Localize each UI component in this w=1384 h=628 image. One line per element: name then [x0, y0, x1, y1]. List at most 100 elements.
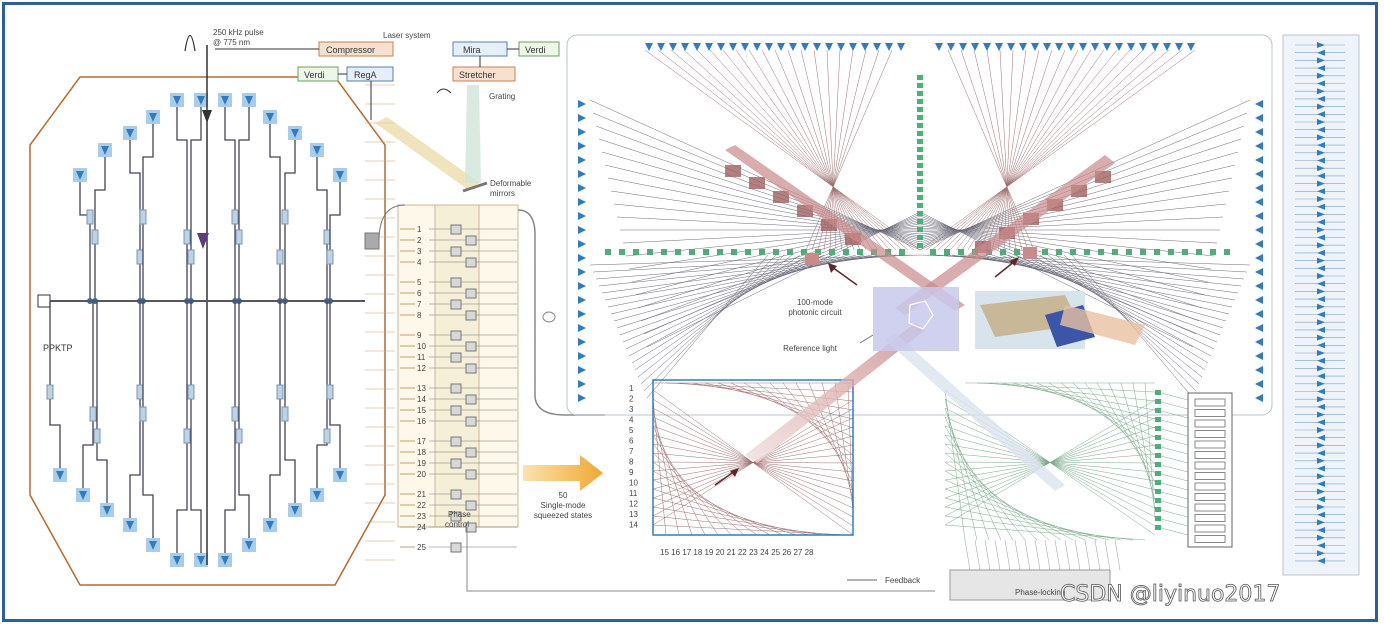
mesh-line: [622, 227, 921, 244]
detector-icon: [1163, 43, 1171, 51]
detector-icon: [1317, 342, 1325, 349]
beamsplitter-node: [703, 249, 709, 255]
beamsplitter-node: [1155, 408, 1161, 413]
laser-system-label: Laser system: [383, 31, 431, 40]
mesh-line: [652, 524, 849, 536]
mesh-line: [1114, 539, 1121, 571]
detector-icon: [1007, 43, 1015, 51]
detector-icon: [1317, 134, 1325, 141]
boson-sampling-diagram: 250 kHz pulse @ 775 nm PPKTP Laser syste…: [29, 28, 1360, 607]
phase-shifter: [450, 246, 462, 257]
mesh-line: [625, 254, 825, 350]
beamsplitter-node: [1155, 426, 1161, 431]
detector-icon: [1317, 496, 1325, 503]
mesh-line: [1055, 254, 1200, 385]
mesh-line: [919, 221, 1209, 283]
mode-number: 4: [417, 258, 422, 267]
detector-icon: [100, 503, 114, 517]
mesh-line: [628, 223, 921, 270]
beamsplitter-node: [899, 249, 905, 255]
mesh-line: [607, 177, 921, 239]
detector-icon: [578, 296, 586, 304]
detector-icon: [1317, 504, 1325, 510]
detector-icon: [885, 43, 893, 51]
waveguide-branch: [142, 301, 154, 538]
detector-icon: [1043, 43, 1051, 51]
detector-icon: [861, 43, 869, 51]
detector-icon: [218, 93, 232, 107]
mesh-line: [640, 215, 921, 322]
mesh-line: [1160, 446, 1189, 455]
detector-icon: [1255, 128, 1263, 136]
mesh-line: [1160, 491, 1189, 500]
mesh-line: [944, 515, 1134, 541]
ppktp-crystal: [276, 249, 284, 265]
beamsplitter-node: [917, 115, 923, 120]
beamsplitter-node: [917, 171, 923, 176]
detector-icon: [578, 226, 586, 234]
beamsplitter-node: [917, 147, 923, 152]
mesh-line: [722, 49, 885, 251]
detector-icon: [242, 93, 256, 107]
lock-channel: [1194, 461, 1226, 470]
lock-channel: [1194, 535, 1226, 543]
mesh-line: [1096, 382, 1156, 483]
detector-icon: [1255, 338, 1263, 346]
beam-block: [749, 177, 765, 189]
phase-control-label: Phase: [448, 510, 471, 519]
detector-icon: [1317, 519, 1325, 526]
mode-number: 16: [417, 417, 426, 426]
phase-rows: 1234567891011121314151617181920212223242…: [400, 224, 517, 553]
detector-icon: [1317, 103, 1325, 110]
squeezed-label: 50: [559, 491, 568, 500]
waveguide-branch: [329, 182, 341, 301]
detector-icon: [1317, 196, 1325, 202]
detector-icon: [1255, 268, 1263, 276]
mesh-line: [652, 470, 771, 536]
beamsplitter-node: [773, 249, 779, 255]
feedback-line: [466, 527, 935, 592]
detector-icon: [263, 110, 277, 124]
detector-icon: [578, 184, 586, 192]
chip-prism: [908, 300, 934, 330]
mesh-line: [919, 219, 1206, 296]
mesh-line: [1072, 382, 1156, 465]
mode-number: 20: [417, 470, 426, 479]
detector-icon: [681, 43, 689, 51]
mesh-line: [1108, 382, 1156, 492]
detector-icon: [1103, 43, 1111, 51]
lock-channel: [1194, 472, 1226, 480]
beamsplitter-node: [689, 249, 695, 255]
detector-icon: [1317, 119, 1325, 125]
detector-icon: [288, 126, 302, 140]
detector-icon: [1127, 43, 1135, 51]
detector-icon: [146, 110, 160, 124]
beamsplitter-node: [917, 179, 923, 184]
mode-number: 5: [417, 278, 422, 287]
detector-icon: [578, 240, 586, 248]
mesh-line: [919, 216, 1224, 233]
detector-icon: [578, 142, 586, 150]
beamsplitter-node: [1155, 507, 1161, 512]
source-tree: [46, 84, 395, 567]
beamsplitter-node: [917, 155, 923, 160]
detector-icon: [1317, 111, 1325, 118]
beamsplitter-node: [930, 249, 936, 255]
detector-icon: [897, 43, 905, 51]
detector-icon: [1317, 527, 1325, 534]
mesh-line: [613, 254, 857, 322]
detector-icon: [1317, 434, 1325, 441]
detector-icon: [971, 43, 979, 51]
mesh-line: [967, 49, 1092, 251]
beamsplitter-node: [1155, 489, 1161, 494]
mesh-line: [619, 254, 841, 336]
phase-shifter: [450, 405, 462, 416]
beamsplitter-node: [917, 83, 923, 88]
detector-column: [1295, 42, 1345, 564]
mesh-line: [1160, 401, 1189, 410]
detector-icon: [1139, 43, 1147, 51]
mesh-line: [919, 49, 1196, 251]
ppktp-crystal: [86, 209, 94, 225]
beamsplitter-node: [917, 139, 923, 144]
